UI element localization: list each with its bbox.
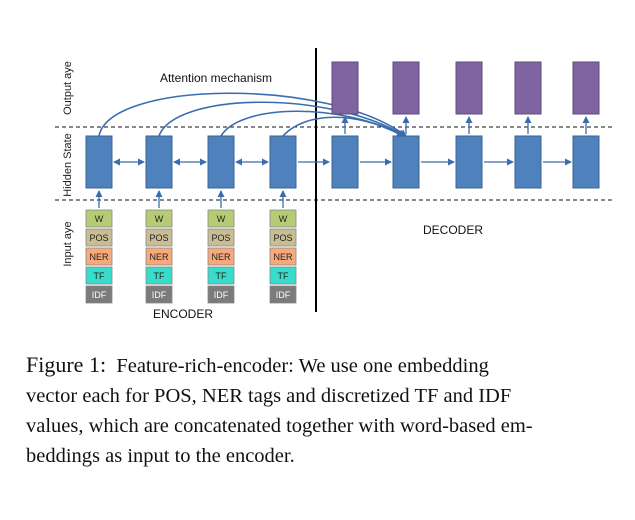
caption-line-1: Figure 1: Feature-rich-encoder: We use o… bbox=[26, 350, 611, 381]
attention-arc bbox=[98, 92, 407, 137]
decoder-hidden-state bbox=[455, 135, 483, 189]
decoder-hidden-state bbox=[572, 135, 600, 189]
decoder-output bbox=[572, 61, 600, 115]
caption-line-3: values, which are concatenated together … bbox=[26, 415, 533, 437]
feature-stack: W POS NER TF IDF bbox=[85, 209, 113, 304]
feature-label-pos: POS bbox=[89, 233, 108, 243]
feature-box-pos bbox=[269, 228, 297, 247]
decoder-output bbox=[455, 61, 483, 115]
decoder-hidden-layer bbox=[331, 135, 600, 189]
caption-text: Feature-rich-encoder: We use one embeddi… bbox=[116, 355, 489, 377]
feature-label-ner: NER bbox=[149, 252, 169, 262]
feature-label-w: W bbox=[217, 214, 226, 224]
feature-box-ner bbox=[145, 247, 173, 266]
decoder-output bbox=[392, 61, 420, 115]
feature-label-w: W bbox=[95, 214, 104, 224]
feature-label-w: W bbox=[279, 214, 288, 224]
feature-label-pos: POS bbox=[273, 233, 292, 243]
feature-box-w bbox=[207, 209, 235, 228]
figure-label: Figure 1: bbox=[26, 352, 107, 377]
feature-box-tf bbox=[85, 266, 113, 285]
decoder-hidden-state bbox=[514, 135, 542, 189]
feature-label-idf: IDF bbox=[92, 290, 107, 300]
input-to-hidden-links bbox=[95, 190, 287, 208]
decoder-label: DECODER bbox=[423, 223, 483, 237]
feature-box-w bbox=[85, 209, 113, 228]
caption-line-4: beddings as input to the encoder. bbox=[26, 445, 295, 467]
feature-stack: W POS NER TF IDF bbox=[145, 209, 173, 304]
decoder-hidden-state bbox=[392, 135, 420, 189]
feature-label-idf: IDF bbox=[276, 290, 291, 300]
feature-rich-encoder-diagram: Output aye Hidden State Input aye Attent… bbox=[55, 48, 612, 321]
attention-arcs bbox=[98, 92, 407, 137]
feature-label-w: W bbox=[155, 214, 164, 224]
encoder-hidden-layer bbox=[85, 135, 330, 189]
feature-box-pos bbox=[85, 228, 113, 247]
encoder-hidden-state bbox=[145, 135, 173, 189]
feature-box-pos bbox=[207, 228, 235, 247]
feature-box-idf bbox=[269, 285, 297, 304]
feature-box-ner bbox=[207, 247, 235, 266]
feature-box-w bbox=[269, 209, 297, 228]
attention-arc bbox=[282, 116, 404, 137]
feature-label-ner: NER bbox=[89, 252, 109, 262]
decoder-output-layer bbox=[331, 61, 600, 134]
decoder-output bbox=[514, 61, 542, 115]
caption-line-2: vector each for POS, NER tags and discre… bbox=[26, 385, 512, 407]
feature-box-ner bbox=[269, 247, 297, 266]
feature-label-idf: IDF bbox=[214, 290, 229, 300]
output-layer-label: Output aye bbox=[62, 61, 74, 115]
feature-label-pos: POS bbox=[211, 233, 230, 243]
feature-box-w bbox=[145, 209, 173, 228]
feature-label-tf: TF bbox=[94, 271, 105, 281]
feature-label-ner: NER bbox=[273, 252, 293, 262]
feature-box-pos bbox=[145, 228, 173, 247]
encoder-input-stacks: W POS NER TF IDF W POS NER TF IDF W POS NER TF IDF W POS… bbox=[85, 209, 297, 304]
encoder-hidden-state bbox=[269, 135, 297, 189]
feature-label-idf: IDF bbox=[152, 290, 167, 300]
feature-box-idf bbox=[85, 285, 113, 304]
attention-mechanism-label: Attention mechanism bbox=[160, 71, 272, 85]
attention-arc bbox=[158, 101, 406, 137]
feature-box-idf bbox=[145, 285, 173, 304]
feature-box-tf bbox=[145, 266, 173, 285]
feature-label-tf: TF bbox=[278, 271, 289, 281]
feature-stack: W POS NER TF IDF bbox=[207, 209, 235, 304]
feature-label-ner: NER bbox=[211, 252, 231, 262]
hidden-layer-label: Hidden State bbox=[62, 133, 74, 197]
feature-box-tf bbox=[269, 266, 297, 285]
feature-box-tf bbox=[207, 266, 235, 285]
encoder-label: ENCODER bbox=[153, 307, 213, 321]
feature-box-idf bbox=[207, 285, 235, 304]
input-layer-label: Input aye bbox=[62, 221, 74, 266]
feature-label-tf: TF bbox=[216, 271, 227, 281]
encoder-hidden-state bbox=[85, 135, 113, 189]
decoder-output bbox=[331, 61, 359, 115]
feature-label-pos: POS bbox=[149, 233, 168, 243]
decoder-hidden-state bbox=[331, 135, 359, 189]
figure-caption: Figure 1: Feature-rich-encoder: We use o… bbox=[26, 350, 611, 471]
feature-box-ner bbox=[85, 247, 113, 266]
feature-label-tf: TF bbox=[154, 271, 165, 281]
encoder-hidden-state bbox=[207, 135, 235, 189]
feature-stack: W POS NER TF IDF bbox=[269, 209, 297, 304]
